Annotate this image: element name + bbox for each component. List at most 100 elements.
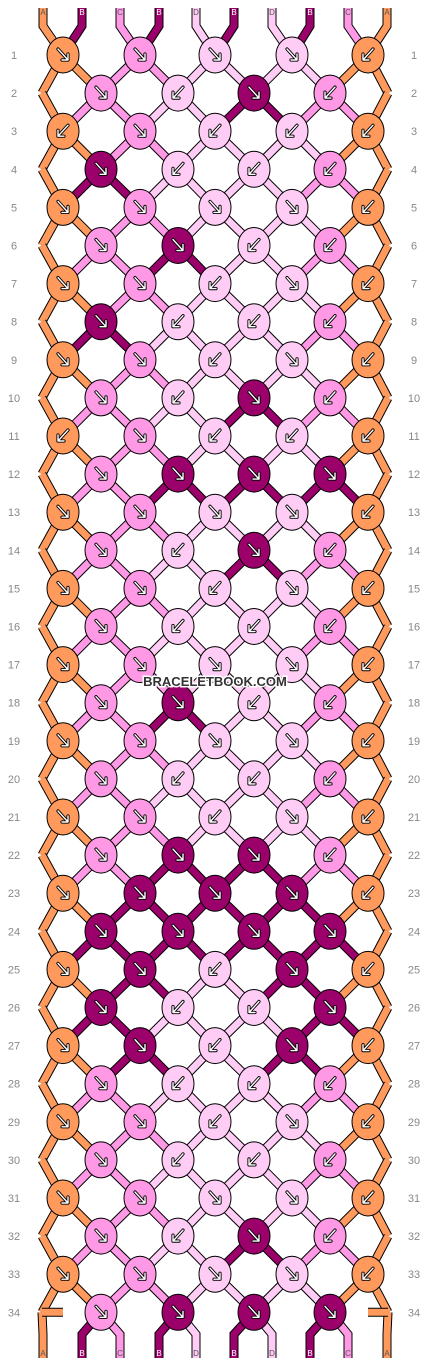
- arrow-fill: [134, 886, 146, 899]
- top-strand-label: C: [345, 8, 351, 17]
- arrow-fill: [134, 1191, 146, 1204]
- row-number-left: 12: [8, 469, 20, 481]
- arrow-fill: [95, 1229, 107, 1242]
- arrow-fill: [134, 962, 146, 976]
- arrow-fill: [95, 619, 107, 633]
- row-number-left: 29: [8, 1117, 20, 1129]
- arrow-fill: [57, 200, 69, 214]
- bottom-strand-label: C: [117, 1349, 123, 1358]
- arrow-fill: [172, 86, 184, 99]
- arrow-fill: [172, 1305, 184, 1318]
- row-number-right: 16: [408, 622, 420, 634]
- arrow-fill: [248, 391, 260, 404]
- arrow-fill: [95, 772, 107, 785]
- arrow-fill: [209, 1115, 221, 1128]
- row-number-right: 25: [408, 964, 420, 976]
- arrow-fill: [286, 734, 298, 747]
- arrow-fill: [324, 162, 336, 175]
- arrow-fill: [57, 581, 69, 595]
- row-number-left: 8: [11, 317, 17, 329]
- arrow-fill: [134, 581, 146, 595]
- arrow-fill: [362, 1191, 374, 1204]
- arrow-fill: [172, 238, 184, 252]
- arrow-fill: [209, 124, 221, 137]
- arrow-fill: [57, 734, 69, 747]
- arrow-fill: [57, 48, 69, 61]
- arrow-fill: [362, 1115, 374, 1128]
- arrow-fill: [248, 772, 260, 785]
- arrow-fill: [209, 353, 221, 366]
- row-number-right: 23: [408, 888, 420, 900]
- arrow-fill: [95, 315, 107, 328]
- arrow-fill: [362, 657, 374, 671]
- arrow-fill: [362, 48, 374, 61]
- arrow-fill: [248, 848, 260, 861]
- arrow-fill: [324, 467, 336, 480]
- row-number-left: 1: [11, 50, 17, 62]
- row-number-right: 17: [408, 660, 420, 672]
- arrow-fill: [95, 848, 107, 861]
- row-number-right: 26: [408, 1003, 420, 1015]
- row-number-left: 33: [8, 1269, 20, 1281]
- row-number-left: 30: [8, 1155, 20, 1167]
- row-number-left: 17: [8, 660, 20, 672]
- arrow-fill: [362, 429, 374, 442]
- row-number-right: 21: [408, 812, 420, 824]
- arrow-fill: [324, 696, 336, 709]
- top-strand-label: B: [156, 8, 161, 17]
- arrow-fill: [172, 543, 184, 556]
- arrow-fill: [172, 1077, 184, 1090]
- arrow-fill: [95, 86, 107, 99]
- arrow-fill: [209, 657, 221, 671]
- row-number-right: 10: [408, 393, 420, 405]
- row-number-left: 6: [11, 241, 17, 253]
- row-number-right: 22: [408, 850, 420, 862]
- arrow-fill: [95, 1153, 107, 1166]
- arrow-fill: [209, 734, 221, 747]
- arrow-fill: [324, 543, 336, 556]
- arrow-fill: [95, 696, 107, 709]
- arrow-fill: [172, 1000, 184, 1014]
- arrow-fill: [95, 543, 107, 556]
- arrow-fill: [172, 162, 184, 175]
- bottom-strand-label: A: [384, 1349, 390, 1358]
- arrow-fill: [248, 1153, 260, 1166]
- arrow-fill: [95, 391, 107, 404]
- arrow-fill: [172, 467, 184, 480]
- arrow-fill: [248, 924, 260, 937]
- arrow-fill: [248, 162, 260, 175]
- row-number-right: 27: [408, 1041, 420, 1053]
- arrow-fill: [134, 353, 146, 366]
- arrow-fill: [286, 353, 298, 366]
- arrow-fill: [57, 505, 69, 518]
- row-number-left: 21: [8, 812, 20, 824]
- top-strand-label: C: [117, 8, 123, 17]
- arrow-fill: [324, 391, 336, 404]
- arrow-fill: [172, 619, 184, 633]
- row-number-right: 6: [411, 241, 417, 253]
- bottom-strand-label: C: [345, 1349, 351, 1358]
- arrow-fill: [172, 772, 184, 785]
- arrow-fill: [286, 962, 298, 976]
- arrow-fill: [209, 1191, 221, 1204]
- row-number-left: 26: [8, 1003, 20, 1015]
- row-number-right: 29: [408, 1117, 420, 1129]
- arrow-fill: [362, 276, 374, 290]
- arrow-fill: [362, 962, 374, 976]
- arrow-fill: [324, 1305, 336, 1318]
- top-strand-label: B: [307, 8, 312, 17]
- row-number-right: 32: [408, 1231, 420, 1243]
- arrow-fill: [248, 315, 260, 328]
- bottom-strand-label: B: [307, 1349, 312, 1358]
- row-number-right: 18: [408, 698, 420, 710]
- arrow-fill: [209, 962, 221, 976]
- row-number-right: 13: [408, 507, 420, 519]
- arrow-fill: [362, 124, 374, 137]
- arrow-fill: [286, 1038, 298, 1052]
- arrow-fill: [324, 1229, 336, 1242]
- arrow-fill: [286, 581, 298, 595]
- arrow-fill: [362, 1038, 374, 1052]
- arrow-fill: [362, 886, 374, 899]
- arrow-fill: [248, 543, 260, 556]
- row-number-left: 31: [8, 1193, 20, 1205]
